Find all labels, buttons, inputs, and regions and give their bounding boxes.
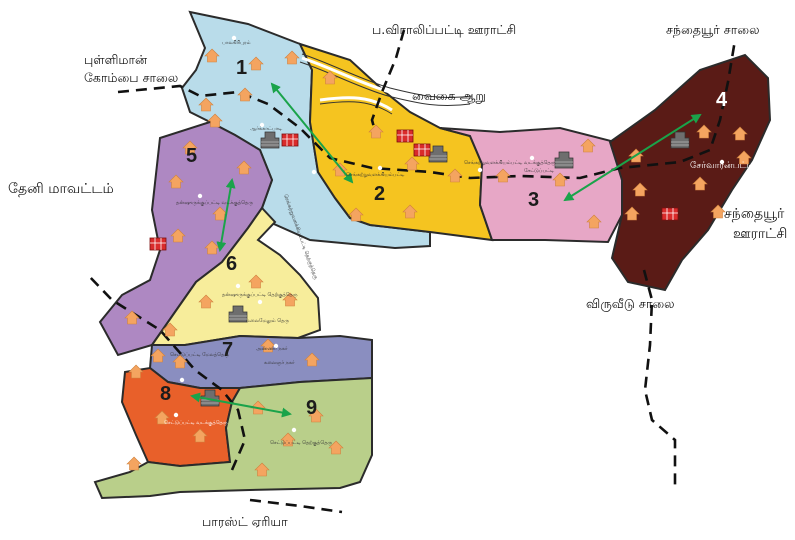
zone-5-number: 5: [186, 145, 197, 167]
zone-4-area[interactable]: [608, 53, 772, 292]
connection-arrows: [190, 82, 702, 418]
zone-1-place-label-b: ஆர்க்காட்பாடி: [250, 126, 282, 132]
zone-6-number: 6: [226, 253, 237, 275]
zone-7-place-label: அண்ணா நகர்: [256, 346, 288, 352]
label-area-bottom: பாரஸ்ட் ஏரியா: [202, 514, 288, 529]
zone-3-place-label: சேட்டுப்பட்டி: [524, 168, 554, 174]
zone-4-place-label: சேர்வாரன்பட்டி: [690, 161, 755, 171]
zone-6-place-label-b: மலைமேலும் தெரு: [246, 318, 289, 324]
zone-6-place-label: தன்ஷுருக்குப்பட்டி தெற்குத்தெரு: [222, 292, 298, 298]
zone-7-place-label-c: கலைஞர் நகர்: [264, 360, 295, 366]
roads: [87, 29, 737, 514]
arrow-3-4: [563, 113, 702, 202]
label-panchayat-top: ப.விராலிப்பட்டி ஊராட்சி: [372, 22, 516, 37]
zone-1-number: 1: [236, 57, 247, 79]
zone-7-place-label-b: செட்டுப்பட்டி மேலத்தெரு: [170, 352, 229, 358]
zone-3-number: 3: [528, 189, 539, 211]
zone-9-number: 9: [306, 397, 317, 419]
zone-7-number: 7: [222, 339, 233, 361]
zone-2-number: 2: [374, 183, 385, 205]
arrow-8-9: [190, 392, 292, 418]
label-river: வைகை ஆறு: [412, 88, 486, 104]
zone-9-place-label: செட்டுப்பட்டி தெற்குத்தெரு: [270, 440, 332, 446]
zone-3-place-label-b: செங்கற்றுவளக்கியம்பட்டி வடக்குத்தெரு: [464, 160, 556, 166]
label-road-left-1: புள்ளிமான்: [84, 52, 148, 67]
label-panchayat-right-1: சந்தையூர்: [724, 206, 785, 222]
arrow-1-2: [270, 82, 354, 184]
zone-5-place-label: தன்ஷுருக்குப்பட்டி வடக்குத்தெரு: [176, 200, 253, 206]
zone-2-place-label: செங்கற்றுவளக்கியம்பட்டி: [346, 172, 404, 178]
label-road-left-2: கோம்பை சாலை: [84, 70, 179, 85]
arrow-5-6: [216, 178, 236, 252]
zone-1-place-label: பாலகிரிபுரம்: [222, 40, 251, 46]
zone-8-place-label: செட்டுப்பட்டி வடக்குத்தெரு: [164, 420, 228, 426]
zone-8-number: 8: [160, 383, 171, 405]
zone-9-area[interactable]: [93, 376, 373, 500]
label-district-left: தேனி மாவட்டம்: [8, 181, 114, 197]
label-road-bottom-right: விருவீடு சாலை: [586, 296, 675, 312]
zone-4-number: 4: [716, 89, 728, 111]
label-panchayat-right-2: ஊராட்சி: [733, 226, 787, 242]
label-road-right-top: சந்தையூர் சாலை: [666, 22, 760, 37]
